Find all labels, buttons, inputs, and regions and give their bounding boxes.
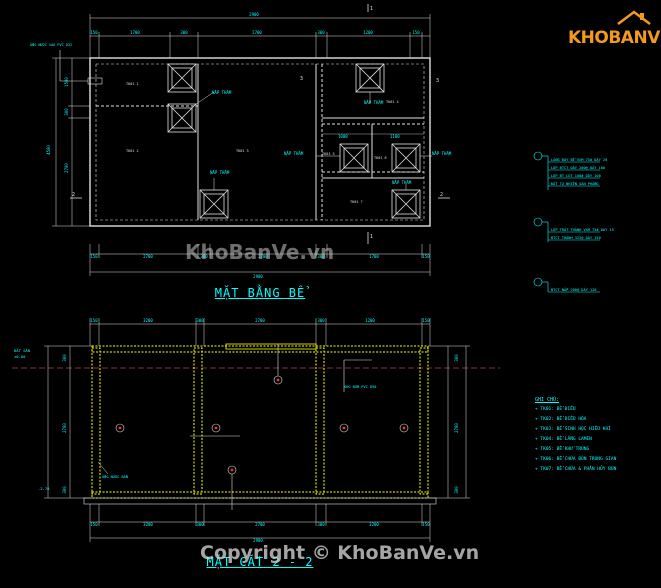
section-mark: 1	[370, 234, 373, 240]
tank-label: TK01 3	[236, 149, 249, 153]
inlet-pipe-label: ỐNG NƯỚC BẨN	[102, 474, 128, 479]
note-item: + TK02: BỂ ĐIỀU HÒA	[535, 417, 587, 422]
plan-view: 2900 150 1700 300 2700 300 1200 150	[30, 4, 452, 279]
manhole-cover	[225, 343, 317, 350]
plan-bottom-dim: 300	[317, 254, 325, 259]
tank-label: TK01 6	[374, 156, 387, 160]
plan-top-dim: 1700	[130, 30, 140, 35]
plan-bottom-dim: 150	[422, 254, 430, 259]
section-top-dim: 300	[196, 318, 204, 323]
inner-dim: 1000	[338, 134, 348, 139]
section-mark: 3	[300, 76, 303, 82]
plan-top-dim: 150	[412, 30, 420, 35]
logo-text: KHOBANVE	[568, 28, 661, 48]
tank-label: TK01 7	[350, 200, 363, 204]
section-mark: 1	[370, 6, 373, 12]
note-item: + TK03: BỂ SINH HỌC HIẾU KHÍ	[535, 427, 611, 432]
plan-title: MẶT BẰNG BỂ	[214, 286, 306, 300]
manhole-label: NẮP THĂM	[284, 151, 304, 156]
watermark-center: KhoBanVe.vn	[185, 240, 335, 264]
note-item: + TK01: BỂ ĐIỀU	[535, 407, 576, 412]
watermark-bottom: Copyright © KhoBanVe.vn	[200, 542, 480, 564]
left-dim: 300	[64, 108, 69, 116]
manhole-label: NẮP THĂM	[212, 90, 232, 95]
plan-outer-wall	[89, 57, 431, 227]
legend-layer: LẮNG ĐÁY BỂ VXM 75# DÀY 20	[551, 157, 607, 162]
legend-layer: BTCT NẮP 200@ DÀY 120	[551, 287, 596, 292]
plan-top-dim: 300	[317, 30, 325, 35]
section-mark: 2	[440, 192, 443, 198]
section-bottom-dim: 3200	[369, 522, 379, 527]
section-right-dim: 300	[454, 486, 459, 494]
tank-label: TK01 2	[126, 149, 139, 153]
inner-dim: 1100	[390, 134, 400, 139]
tank-label: TK01 5	[322, 152, 335, 156]
plan-top-dim: 2700	[252, 30, 262, 35]
legend-layer: LỚP BT LÓT 100# DÀY 100	[551, 173, 601, 178]
layer-legend: LẮNG ĐÁY BỂ VXM 75# DÀY 20 LỚP BTCT DÀY …	[533, 151, 614, 293]
section-bottom-total-dim: 2900	[253, 538, 263, 543]
notes-title: GHI CHÚ:	[535, 397, 560, 403]
note-item: + TK04: BỂ LẮNG LAMEN	[535, 437, 592, 442]
section-right-dim: 300	[454, 354, 459, 362]
note-item: + TK06: BỂ CHỨA BÙN TRUNG GIAN	[535, 457, 617, 462]
plan-top-dim: 300	[180, 30, 188, 35]
section-bottom-dim: 2700	[255, 522, 265, 527]
plan-bottom-dim: 150	[90, 254, 98, 259]
left-dim: 1500	[64, 77, 69, 87]
section-title: MẶT CẮT 2 - 2	[206, 555, 314, 569]
manhole-group	[167, 63, 421, 219]
ground-level-label: ĐẤT SÂN	[14, 348, 31, 353]
manhole-label: NẮP THĂM	[392, 180, 412, 185]
section-bottom-dim: 150	[422, 522, 430, 527]
manhole-label: NẮP THĂM	[210, 170, 230, 175]
pipe-inlet-label: ỐNG NƯỚC VÀO PVC D32	[30, 42, 72, 47]
foundation-slab	[83, 497, 437, 505]
house-logo-icon	[617, 10, 651, 25]
section-top-dim: 2700	[255, 318, 265, 323]
legend-layer: ĐẤT TỰ NHIÊN SAN PHẲNG	[551, 181, 599, 186]
section-bottom-dim: 300	[196, 522, 204, 527]
section-top-dim: 300	[317, 318, 325, 323]
tank-label: TK01 4	[386, 100, 399, 104]
section-top-dim: 1200	[365, 318, 375, 323]
section-top-dim: 150	[90, 318, 98, 323]
section-bottom-dim: 300	[317, 522, 325, 527]
legend-layer: LỚP BTCT DÀY 200@ DÀY 100	[551, 165, 605, 170]
section-mark: 3	[436, 78, 439, 84]
plan-bottom-total-dim: 2900	[253, 274, 263, 279]
level-label: ±0.00	[14, 354, 26, 359]
section-right-dim: 2700	[454, 423, 459, 433]
section-mark: 2	[72, 192, 75, 198]
section-left-dim: 300	[62, 486, 67, 494]
section-bottom-dim: 3200	[143, 522, 153, 527]
plan-bottom-dim: 2700	[143, 254, 153, 259]
note-item: + TK05: BỂ KHỬ TRÙNG	[535, 447, 590, 452]
note-item: + TK07: BỂ CHỨA & PHÂN HỦY BÙN	[535, 467, 617, 472]
plan-top-total-dim: 2900	[249, 12, 259, 17]
section-top-dim: 150	[422, 318, 430, 323]
legend-layer: BTCT THÀNH 325@ DÀY 150	[551, 235, 601, 240]
legend-layer: LỚP TRÁT THÀNH VXM 75# DÀY 15	[551, 227, 614, 232]
plan-bottom-dim: 300	[200, 254, 208, 259]
manhole-label: NẮP THĂM	[364, 100, 384, 105]
tank-label: TK01 1	[126, 82, 139, 86]
notes-block: GHI CHÚ: + TK01: BỂ ĐIỀU + TK02: BỂ ĐIỀU…	[535, 395, 616, 475]
left-dim: 2700	[64, 163, 69, 173]
left-total-dim: 4500	[46, 145, 51, 155]
section-top-dim: 3200	[143, 318, 153, 323]
level-label: -2.70	[38, 486, 50, 491]
plan-bottom-dim: 1700	[369, 254, 379, 259]
plan-bottom-dim: 2700	[258, 254, 268, 259]
section-left-dim: 2700	[62, 423, 67, 433]
plan-top-dim: 1200	[363, 30, 373, 35]
plan-top-dim: 150	[90, 30, 98, 35]
manhole-label: NẮP THĂM	[432, 151, 452, 156]
section-left-dim: 300	[62, 354, 67, 362]
section-bottom-dim: 150	[90, 522, 98, 527]
pump-pipe-label: KHO BƠM PVC D90	[344, 385, 376, 389]
section-view: 150 3200 300 2700 300 1200 150 ĐẤT SÂN ±…	[12, 318, 500, 543]
